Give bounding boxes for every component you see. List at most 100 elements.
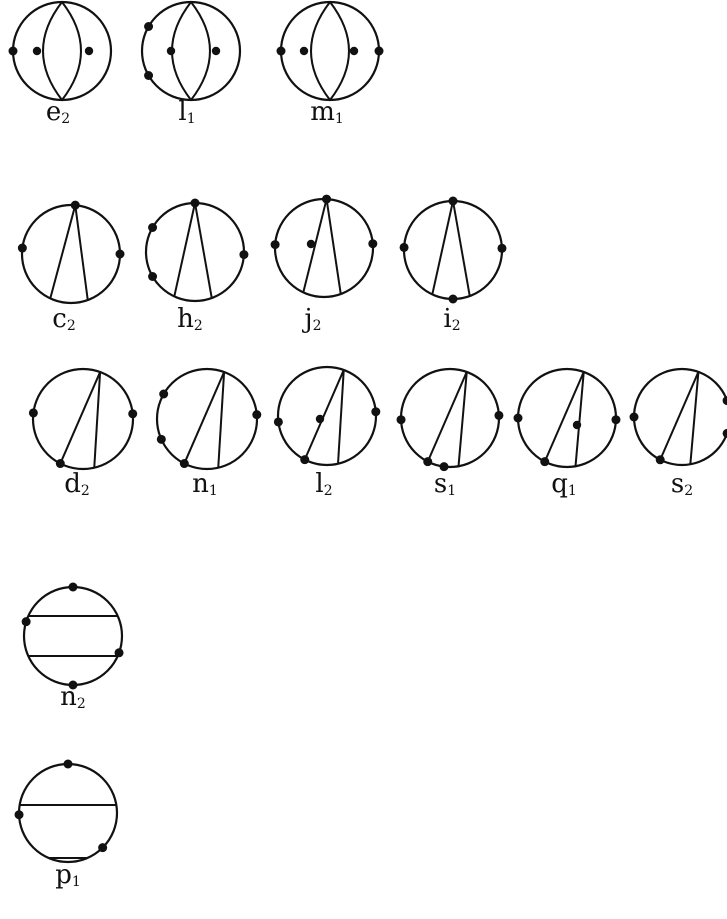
chord-2 — [452, 200, 471, 297]
vertex-dot — [144, 71, 154, 80]
vertex-dot — [32, 46, 42, 56]
diagram-l2 — [273, 365, 381, 467]
label-subscript: 2 — [312, 318, 322, 334]
label-subscript: 1 — [447, 483, 457, 499]
vertex-dot — [722, 428, 727, 438]
vertex-dot — [55, 459, 65, 469]
label-letter: i — [443, 304, 452, 334]
chord-1 — [302, 198, 328, 293]
chord-1 — [543, 371, 585, 463]
outer-circle — [279, 0, 381, 102]
vertex-dot — [423, 457, 433, 467]
chord-1 — [426, 371, 468, 463]
vertex-dot — [8, 46, 18, 56]
vertex-dot — [374, 46, 384, 56]
diagram-s2 — [629, 367, 727, 467]
vertex-dot — [115, 249, 125, 259]
outer-circle — [516, 367, 618, 469]
vertex-dot — [655, 455, 665, 465]
label-subscript: 2 — [61, 111, 71, 127]
label-letter: j — [304, 304, 313, 334]
lens-arc-right — [329, 1, 350, 101]
vertex-dot — [148, 272, 158, 281]
label-subscript: 2 — [76, 696, 86, 712]
label-letter: l — [315, 469, 324, 499]
vertex-dot — [239, 250, 249, 260]
diagram-label-s2: s2 — [671, 469, 693, 499]
vertex-dot — [396, 415, 406, 425]
vertex-dot — [497, 243, 507, 253]
label-subscript: 1 — [186, 111, 196, 127]
diagram-label-d2: d2 — [64, 469, 90, 499]
outer-circle — [399, 367, 501, 469]
diagram-label-i2: i2 — [443, 304, 460, 334]
label-subscript: 2 — [684, 483, 694, 499]
label-letter: n — [60, 682, 77, 712]
vertex-dot — [448, 196, 458, 206]
vertex-dot — [68, 680, 78, 690]
outer-circle — [276, 365, 378, 467]
diagram-q1 — [513, 367, 621, 469]
diagram-label-l1: l1 — [178, 97, 195, 127]
vertex-dot — [572, 420, 582, 430]
diagram-label-n2: n2 — [60, 682, 86, 712]
vertex-dot — [276, 46, 286, 56]
diagram-n2 — [21, 582, 124, 690]
vertex-dot — [70, 200, 80, 210]
outer-circle — [632, 367, 727, 467]
vertex-dot — [159, 389, 169, 399]
vertex-dot — [144, 22, 154, 31]
label-subscript: 2 — [66, 318, 76, 334]
label-letter: l — [178, 97, 187, 127]
diagram-n1 — [155, 367, 262, 471]
label-subscript: 1 — [567, 483, 577, 499]
label-subscript: 1 — [71, 874, 81, 890]
chord-2 — [93, 371, 102, 468]
label-letter: s — [670, 469, 685, 499]
chord-1 — [303, 369, 345, 461]
label-letter: d — [64, 469, 81, 499]
outer-circle — [402, 199, 504, 301]
vertex-dot — [399, 242, 409, 252]
diagram-label-e2: e2 — [46, 97, 70, 127]
vertex-dot — [17, 243, 27, 253]
diagram-label-j2: j2 — [305, 304, 322, 334]
label-subscript: 2 — [323, 483, 333, 499]
outer-circle — [144, 201, 246, 303]
chord-2 — [574, 371, 585, 467]
vertex-dot — [448, 294, 458, 304]
label-subscript: 1 — [208, 483, 218, 499]
outer-circle — [11, 0, 113, 102]
outer-circle — [31, 367, 135, 471]
lens-arc-left — [310, 1, 331, 101]
chord-1 — [49, 204, 77, 299]
chord-2 — [194, 202, 213, 299]
vertex-dot — [148, 223, 158, 232]
label-subscript: 2 — [80, 483, 90, 499]
chord-2 — [74, 205, 89, 301]
vertex-dot — [611, 415, 621, 425]
vertex-dot — [211, 46, 221, 56]
diagram-label-p1: p1 — [55, 860, 81, 890]
label-subscript: 2 — [193, 318, 203, 334]
vertex-dot — [14, 810, 24, 820]
diagram-d2 — [28, 367, 138, 471]
vertex-dot — [63, 759, 73, 769]
diagram-label-l2: l2 — [315, 469, 332, 499]
vertex-dot — [315, 414, 325, 424]
vertex-dot — [722, 396, 727, 406]
vertex-dot — [371, 407, 381, 417]
diagram-j2 — [270, 194, 378, 299]
diagram-m1 — [276, 0, 384, 102]
diagram-label-n1: n1 — [192, 469, 218, 499]
diagram-label-c2: c2 — [52, 304, 75, 334]
vertex-dot — [156, 434, 166, 444]
vertex-dot — [306, 239, 316, 249]
vertex-dot — [513, 413, 523, 423]
diagram-l1 — [140, 0, 242, 102]
diagram-label-h2: h2 — [177, 304, 203, 334]
outer-circle — [22, 585, 124, 687]
label-letter: n — [192, 469, 209, 499]
chord-2 — [325, 198, 342, 295]
